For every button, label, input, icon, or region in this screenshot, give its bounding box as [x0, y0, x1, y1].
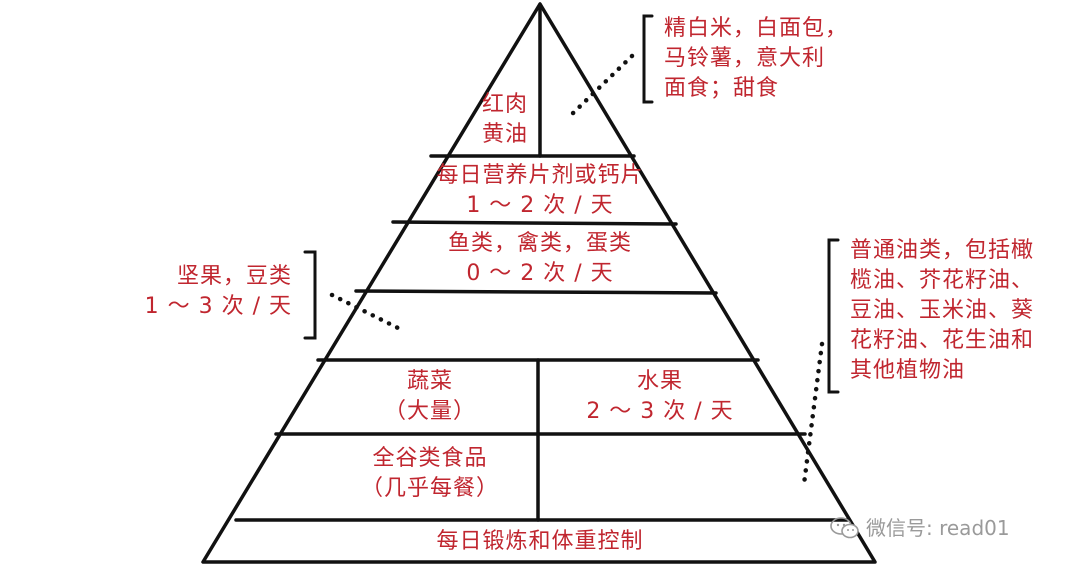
- wechat-icon: [830, 517, 859, 539]
- watermark: 微信号: read01: [830, 512, 1010, 541]
- tier-line-2: [391, 220, 678, 226]
- pyramid-outline: [201, 2, 877, 564]
- nuts-legumes-callout: 坚果，豆类 1 ～ 3 次 / 天: [144, 264, 292, 319]
- supplements-label: 每日营养片剂或钙片 1 ～ 2 次 / 天: [436, 163, 644, 218]
- right-bracket: [827, 238, 840, 394]
- apex-red-meat-label: 红肉 黄油: [481, 92, 528, 147]
- watermark-text: 微信号: read01: [866, 516, 1010, 540]
- fruit-label: 水果 2 ～ 3 次 / 天: [586, 369, 734, 424]
- refined-carbs-callout: 精白米，白面包， 马铃薯，意大利 面食；甜食: [664, 16, 849, 101]
- top-right-leader: [567, 53, 635, 119]
- top-right-bracket: [642, 14, 654, 104]
- right-leader: [801, 341, 825, 487]
- left-bracket: [303, 250, 317, 340]
- whole-grains-label: 全谷类食品 （几乎每餐）: [360, 446, 499, 501]
- plant-oils-callout: 普通油类，包括橄 榄油、芥花籽油、 豆油、玉米油、葵 花籽油、花生油和 其他植物…: [850, 238, 1035, 383]
- tier-line-3: [354, 289, 718, 295]
- left-leader: [329, 292, 405, 333]
- vegetables-label: 蔬菜 （大量）: [383, 369, 476, 424]
- fish-poultry-eggs-label: 鱼类，禽类，蛋类 0 ～ 2 次 / 天: [447, 231, 632, 286]
- exercise-base-label: 每日锻炼和体重控制: [436, 529, 644, 554]
